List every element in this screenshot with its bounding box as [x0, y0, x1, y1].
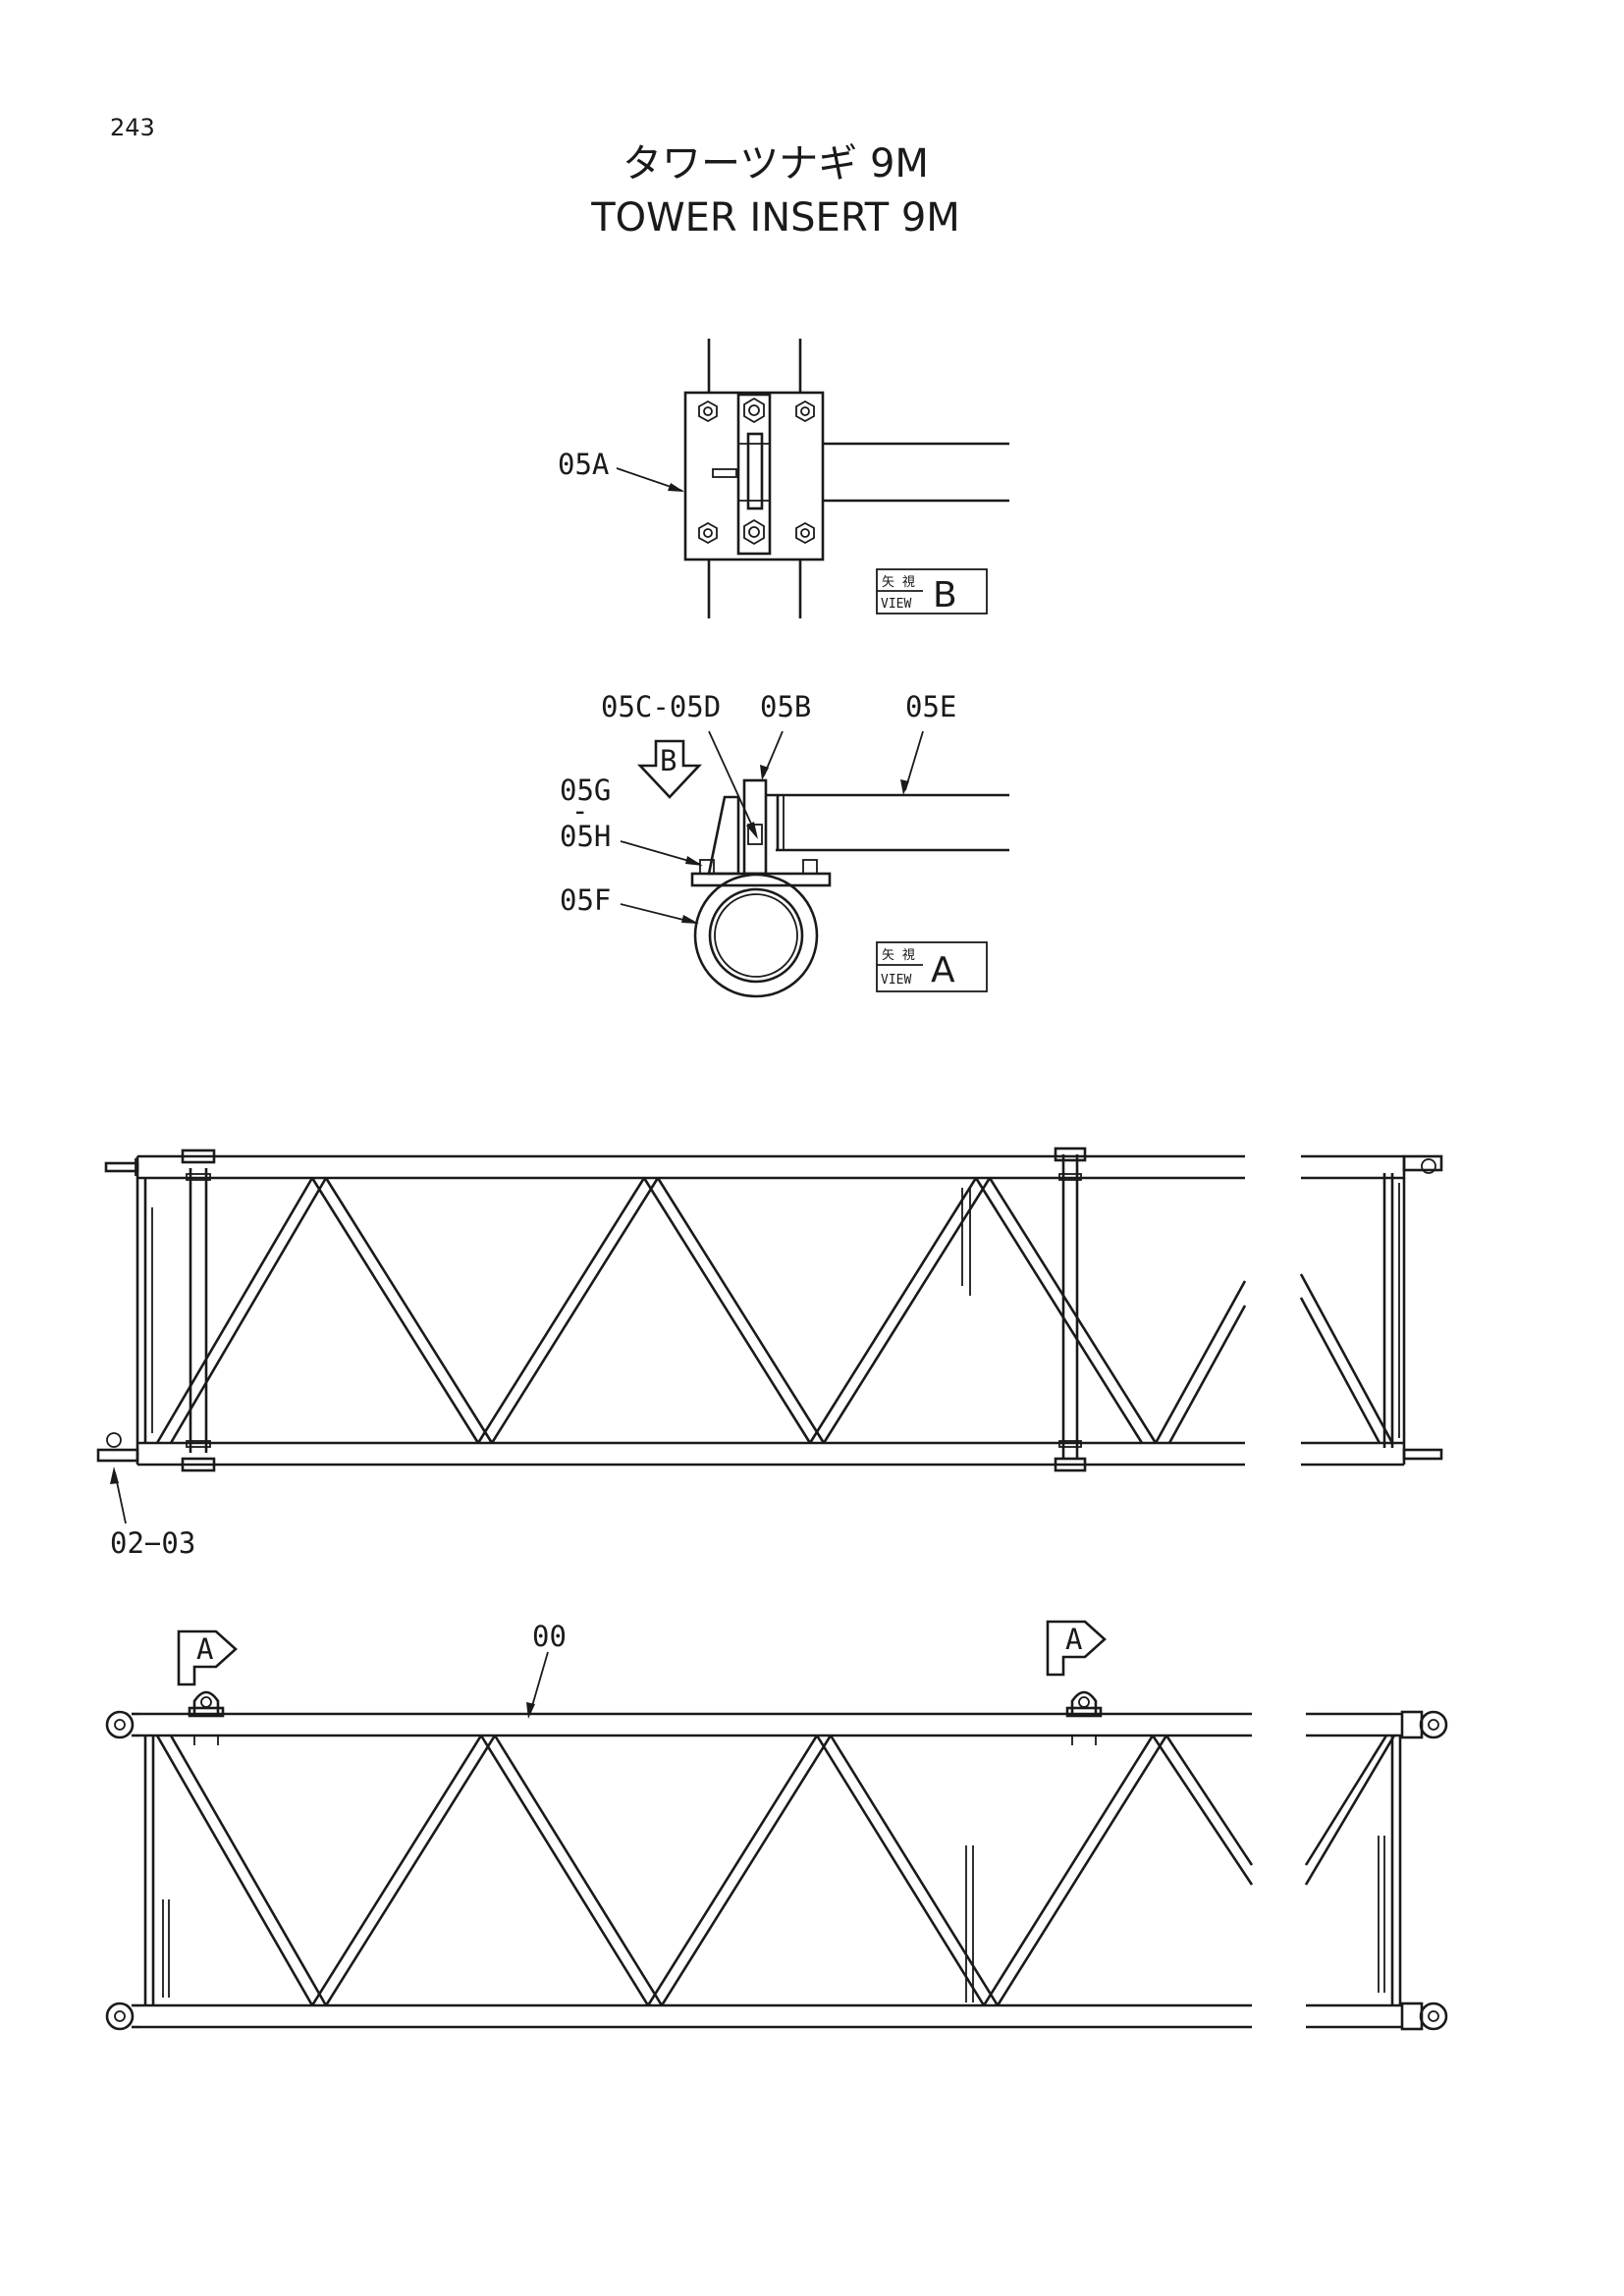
part-label-02-03: 02−03 [110, 1526, 195, 1560]
page-number: 243 [110, 114, 155, 141]
lattice-plan-view [105, 1690, 1448, 2031]
view-b-kanji: 矢 視 [882, 575, 915, 590]
bolt-icon [698, 521, 718, 545]
lifting-lug-left [188, 1690, 225, 1745]
part-label-00: 00 [532, 1620, 567, 1653]
detail-view-a [690, 778, 1009, 998]
arrow-marker-b: B [660, 744, 677, 777]
view-a-letter: A [931, 950, 955, 990]
part-label-05h: 05H [560, 820, 611, 853]
direction-arrow-a-left: A [177, 1629, 238, 1686]
part-label-05f: 05F [560, 883, 611, 917]
part-label-05e: 05E [905, 690, 956, 723]
bolt-icon [698, 400, 718, 423]
part-label-05c-05d: 05C-05D [601, 690, 721, 723]
title-english: TOWER INSERT 9M [590, 195, 960, 240]
bolt-icon [795, 521, 815, 545]
lifting-lug-right [1065, 1690, 1103, 1745]
view-b-callout: 矢 視 VIEW B [876, 568, 988, 615]
view-a-word: VIEW [881, 973, 911, 988]
direction-arrow-b: B [636, 739, 703, 799]
view-a-kanji: 矢 視 [882, 948, 915, 963]
arrow-marker-a-left: A [196, 1632, 213, 1666]
view-b-letter: B [933, 575, 957, 615]
arrow-marker-a-right: A [1065, 1623, 1082, 1656]
part-label-05a: 05A [558, 448, 609, 481]
title-japanese: タワーツナギ 9M [623, 141, 929, 187]
view-b-word: VIEW [881, 597, 911, 612]
view-a-callout: 矢 視 VIEW A [876, 941, 988, 992]
detail-view-b [683, 339, 1009, 618]
bolt-icon [795, 400, 815, 423]
lattice-side-view [96, 1147, 1443, 1472]
part-label-05g: 05G [560, 774, 611, 807]
direction-arrow-a-right: A [1046, 1620, 1107, 1677]
part-label-05b: 05B [760, 690, 811, 723]
bolt-icon [743, 518, 765, 546]
range-dash: - [571, 794, 588, 828]
bolt-icon [743, 397, 765, 424]
